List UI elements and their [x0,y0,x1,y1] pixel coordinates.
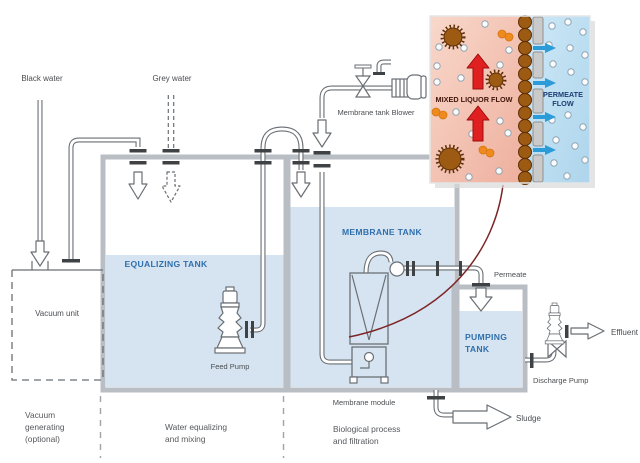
discharge-pump-assembly [544,302,567,359]
grey-water-label: Grey water [152,74,191,83]
membrane-module-symbol [349,261,405,384]
pumping-tank [451,284,528,393]
flow-arrows [30,119,605,430]
blower-assembly [354,59,427,100]
vacuum-unit-box [11,261,104,381]
feed-pump-label: Feed Pump [211,362,250,371]
blower-arrow [312,119,332,148]
feed-arrow [291,171,311,198]
zone-vacuum-label: (optional) [25,434,60,444]
zone-biological-label: and filtration [333,436,379,446]
permeate-flow-arrows [533,43,556,155]
vacuum-feed-arrow [128,171,148,200]
equalizing-tank-label: EQUALIZING TANK [124,259,208,269]
membrane-inset: MIXED LIQUOR FLOW PERMEATE FLOW [429,15,595,188]
membrane-wall [518,15,544,185]
discharge-pump-symbol [544,302,565,345]
inset-pointer-curve [348,184,504,338]
zone-equalizing-label: and mixing [165,434,206,444]
pumping-tank-label: TANK [465,344,490,354]
permeate-pump-circle [389,261,405,277]
discharge-pump-label: Discharge Pump [533,376,588,385]
zone-vacuum-label: Vacuum [25,410,55,420]
pumping-tank-label: PUMPING [465,332,507,342]
bubbles-mixed-liquor [433,20,513,181]
mixed-liquor-flow-label: MIXED LIQUOR FLOW [435,95,512,104]
discharge-valve [547,339,558,359]
tanks [100,154,528,393]
black-water-label: Black water [21,74,63,83]
grey-water-arrow [161,171,181,203]
membrane-module-label: Membrane module [333,398,396,407]
zone-biological-label: Biological process [333,424,401,434]
pumping-tank-water [457,311,522,387]
sludge-floc-icons [435,24,507,174]
valve-handle [354,64,372,69]
mixed-liquor-up-arrow [466,105,490,142]
sludge-arrow [452,404,512,430]
permeate-arrow [469,287,493,312]
grey-water-pipe [167,95,175,148]
pipes [37,85,557,418]
permeate-flow-label: PERMEATE [543,90,583,99]
inset-frame [429,15,591,184]
zone-equalizing-label: Water equalizing [165,422,227,432]
blower-valve [354,75,372,88]
mixed-liquor-up-arrow [466,53,490,90]
blower-label: Membrane tank Blower [337,108,415,117]
effluent-label: Effluent [611,328,639,337]
zone-dividers [99,396,285,458]
sludge-pipe [433,390,455,418]
sludge-label: Sludge [516,414,541,423]
module-diffuser [363,351,375,363]
permeate-label: Permeate [494,270,527,279]
text-labels: Black water Grey water Membrane tank Blo… [21,74,638,446]
vacuum-unit-label: Vacuum unit [35,309,80,318]
equalizing-tank-water [106,255,285,387]
membrane-tank [283,154,460,393]
zone-vacuum-label: generating [25,422,65,432]
bacteria-icons [431,29,514,158]
black-water-arrow [30,240,50,267]
permeate-flow-label: FLOW [552,99,574,108]
flanges [62,149,569,400]
membrane-tank-label: MEMBRANE TANK [342,227,423,237]
effluent-arrow [570,322,605,340]
